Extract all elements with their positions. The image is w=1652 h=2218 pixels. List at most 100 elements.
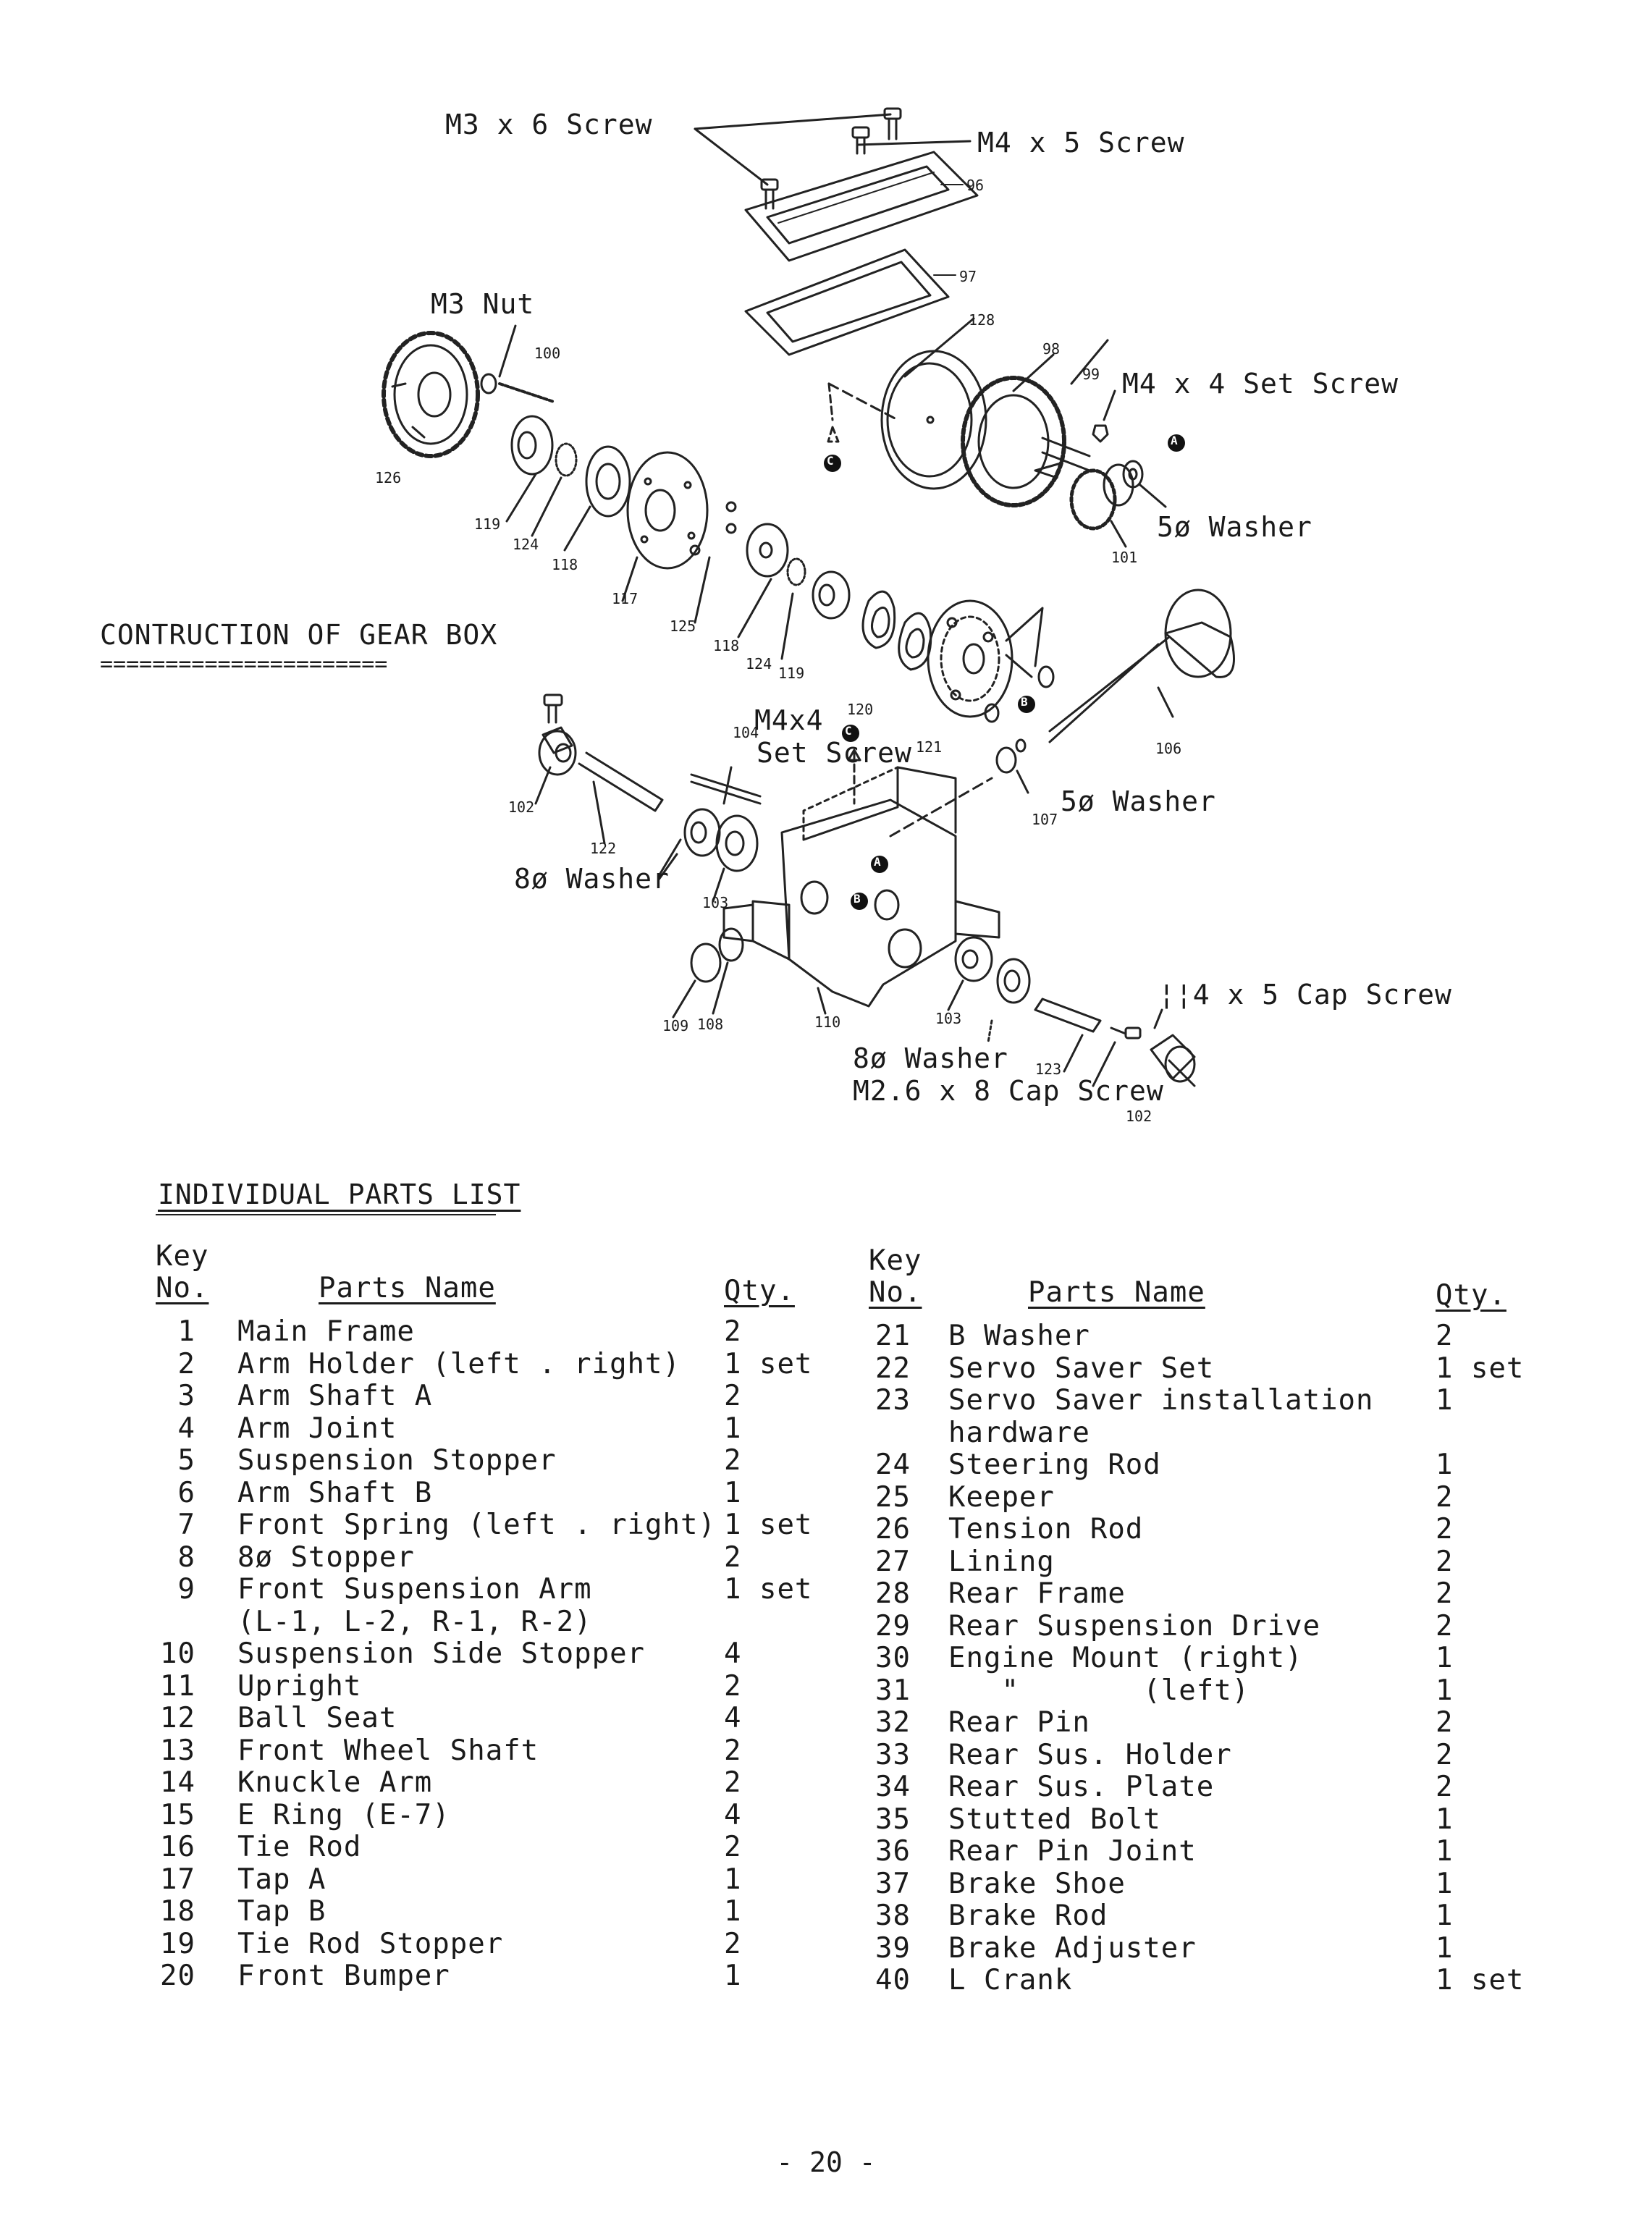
part-name: Upright xyxy=(237,1669,362,1703)
label-set-screw: Set Screw xyxy=(757,737,912,769)
screw-top-a xyxy=(883,107,902,140)
part-qty: 1 set xyxy=(724,1347,813,1380)
part-name: Tie Rod xyxy=(237,1831,362,1863)
callout-100: 100 xyxy=(534,345,561,362)
key-no: 19 xyxy=(160,1927,195,1960)
part-qty: 4 xyxy=(724,1798,742,1831)
part-qty: 1 set xyxy=(724,1509,813,1541)
label-m3-nut: M3 Nut xyxy=(431,288,535,320)
right-header-key: Key No. xyxy=(869,1244,922,1309)
key-no: 35 xyxy=(875,1802,911,1836)
part-name: Rear Pin xyxy=(948,1706,1090,1739)
gear-box-title: CONTRUCTION OF GEAR BOX xyxy=(100,619,498,651)
part-name: Engine Mount (right) xyxy=(948,1642,1303,1674)
part-qty: 2 xyxy=(1436,1738,1454,1771)
part-name: Brake Adjuster xyxy=(948,1931,1197,1965)
key-no: 34 xyxy=(875,1771,911,1803)
key-no: 28 xyxy=(875,1577,911,1610)
key-no: 37 xyxy=(875,1867,911,1900)
key-no: 23 xyxy=(875,1384,911,1417)
key-no: 14 xyxy=(160,1766,195,1799)
marker-a-mid: A xyxy=(874,855,881,869)
callout-104: 104 xyxy=(733,724,759,741)
part-qty: 2 xyxy=(1436,1771,1454,1803)
part-name: Steering Rod xyxy=(948,1449,1161,1481)
part-qty: 4 xyxy=(724,1637,742,1670)
part-name: Rear Sus. Plate xyxy=(948,1771,1215,1803)
marker-c-top: C xyxy=(827,454,834,468)
callout-98: 98 xyxy=(1042,340,1061,358)
label-5-washer-mid: 5ø Washer xyxy=(1061,785,1216,817)
part-qty: 1 xyxy=(1436,1802,1454,1836)
key-no: 13 xyxy=(160,1734,195,1767)
key-no: 18 xyxy=(160,1895,195,1928)
part-qty: 1 xyxy=(1436,1384,1454,1417)
key-no: 5 xyxy=(177,1444,195,1477)
callout-117: 117 xyxy=(612,590,639,607)
callout-106: 106 xyxy=(1155,740,1182,757)
key-no: 36 xyxy=(875,1835,911,1868)
part-qty: 2 xyxy=(724,1380,742,1412)
part-qty: 1 xyxy=(724,1412,742,1445)
key-no: 11 xyxy=(160,1669,195,1703)
part-name: Front Spring (left . right) xyxy=(237,1509,716,1541)
spur-gear-126 xyxy=(382,331,480,458)
callout-125: 125 xyxy=(670,617,696,635)
right-header-qty: Qty. xyxy=(1436,1279,1506,1312)
left-header-name: Parts Name xyxy=(319,1272,496,1304)
callout-108: 108 xyxy=(697,1016,724,1033)
part-qty: 1 xyxy=(724,1476,742,1509)
label-m26x8-cap-screw: M2.6 x 8 Cap Screw xyxy=(853,1075,1164,1107)
key-no: 30 xyxy=(875,1642,911,1674)
key-no: 24 xyxy=(875,1449,911,1481)
key-no: 22 xyxy=(875,1352,911,1385)
key-no: 26 xyxy=(875,1513,911,1546)
key-no: 10 xyxy=(160,1637,195,1670)
key-no: 31 xyxy=(875,1674,911,1707)
callout-126: 126 xyxy=(375,469,402,486)
part-name: Servo Saver Set xyxy=(948,1352,1215,1385)
part-qty: 2 xyxy=(724,1734,742,1767)
diagram-drawing xyxy=(382,107,1235,1087)
part-name: Rear Frame xyxy=(948,1577,1126,1610)
callout-99: 99 xyxy=(1082,366,1100,383)
part-name: Front Bumper xyxy=(237,1960,450,1992)
part-qty: 4 xyxy=(724,1702,742,1734)
part-name: (L-1, L-2, R-1, R-2) xyxy=(237,1605,592,1638)
label-8-washer-left: 8ø Washer xyxy=(514,863,670,895)
part-name: Brake Shoe xyxy=(948,1867,1126,1900)
right-header-name: Parts Name xyxy=(1028,1276,1205,1309)
part-qty: 2 xyxy=(1436,1320,1454,1352)
part-qty: 2 xyxy=(724,1444,742,1477)
part-qty: 1 xyxy=(1436,1449,1454,1481)
part-name: Main Frame xyxy=(237,1315,415,1348)
part-name: Keeper xyxy=(948,1480,1055,1514)
part-name: Rear Sus. Holder xyxy=(948,1738,1232,1771)
part-name: Tension Rod xyxy=(948,1513,1144,1546)
part-qty: 2 xyxy=(1436,1706,1454,1739)
left-header-qty: Qty. xyxy=(724,1275,795,1307)
callout-102b: 102 xyxy=(1126,1108,1152,1125)
label-m4x5-screw: M4 x 5 Screw xyxy=(977,127,1185,159)
key-no: 12 xyxy=(160,1702,195,1734)
key-no: 33 xyxy=(875,1738,911,1771)
key-no: 1 xyxy=(177,1315,195,1348)
gear-box-housing xyxy=(722,749,1000,1008)
part-qty: 1 set xyxy=(1436,1352,1525,1385)
callout-119b: 119 xyxy=(778,665,805,682)
parts-list-title: INDIVIDUAL PARTS LIST xyxy=(158,1178,521,1210)
part-name: L Crank xyxy=(948,1964,1073,1996)
label-m3x6-screw: M3 x 6 Screw xyxy=(445,109,653,140)
part-qty: 1 set xyxy=(724,1573,813,1606)
part-name: Suspension Side Stopper xyxy=(237,1637,646,1670)
part-qty: 1 xyxy=(724,1863,742,1896)
callout-103b: 103 xyxy=(935,1010,962,1027)
key-no: 7 xyxy=(177,1509,195,1541)
callout-97: 97 xyxy=(959,268,977,285)
part-qty: 2 xyxy=(724,1927,742,1960)
key-no: 25 xyxy=(875,1480,911,1514)
part-qty: 2 xyxy=(724,1669,742,1703)
key-no: 8 xyxy=(177,1540,195,1574)
part-qty: 2 xyxy=(1436,1609,1454,1643)
part-name: Ball Seat xyxy=(237,1702,397,1734)
